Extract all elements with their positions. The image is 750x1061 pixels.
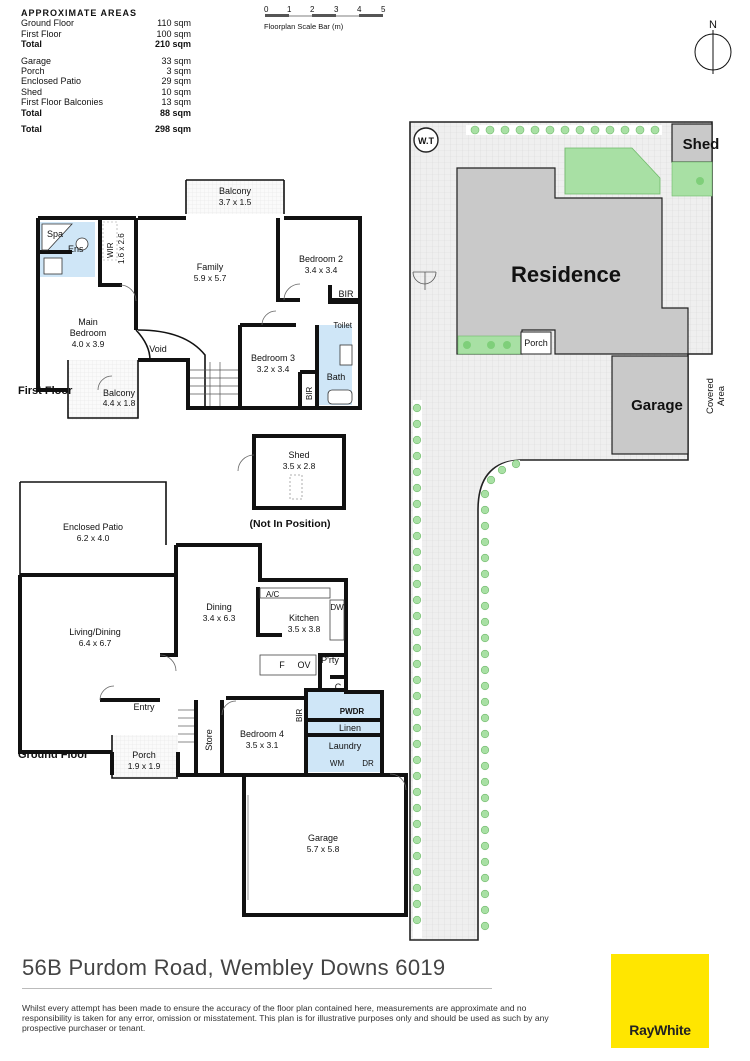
room-bir3-label: BIR: [305, 386, 314, 400]
scale-title: Floorplan Scale Bar (m): [264, 22, 344, 31]
room-balcony2-label: Balcony: [103, 388, 136, 398]
scale-tick: 1: [287, 5, 292, 14]
areas-heading: APPROXIMATE AREAS: [21, 8, 138, 18]
room-balcony-label: Balcony: [219, 186, 252, 196]
pwdr-label: PWDR: [340, 707, 365, 716]
room-main-bedroom-dim: 4.0 x 3.9: [72, 339, 105, 349]
site-plan: N: [409, 19, 732, 941]
room-balcony-dim: 3.7 x 1.5: [219, 197, 252, 207]
room-entry-label: Entry: [133, 702, 155, 712]
raywhite-logo: RayWhite: [611, 954, 709, 1048]
room-living-dim: 6.4 x 6.7: [79, 638, 112, 648]
water-tank-label: W.T: [418, 136, 434, 146]
room-bedroom3-dim: 3.2 x 3.4: [257, 364, 290, 374]
room-ensuite-label: Ens: [68, 244, 84, 254]
fridge-label: F: [279, 660, 285, 670]
ground-floor-plan: Enclosed Patio 6.2 x 4.0 Living/Dining 6…: [18, 481, 408, 917]
room-bedroom4-label: Bedroom 4: [240, 729, 284, 739]
shed-label: Shed: [288, 450, 309, 460]
scale-tick: 4: [357, 5, 362, 14]
room-enclosed-patio-label: Enclosed Patio: [63, 522, 123, 532]
room-kitchen-label: Kitchen: [289, 613, 319, 623]
room-bedroom2-label: Bedroom 2: [299, 254, 343, 264]
site-covered-label: Covered: [705, 378, 716, 414]
first-floor-title: First Floor: [18, 385, 73, 397]
room-family-label: Family: [197, 262, 224, 272]
room-bedroom4-dim: 3.5 x 3.1: [246, 740, 279, 750]
room-family-dim: 5.9 x 5.7: [194, 273, 227, 283]
room-bir4-label: BIR: [295, 708, 304, 722]
room-void-label: Void: [149, 344, 167, 354]
linen-label: Linen: [339, 723, 361, 733]
shed-dim: 3.5 x 2.8: [283, 461, 316, 471]
site-garage-label: Garage: [631, 397, 683, 414]
site-area-label: Area: [716, 385, 727, 406]
room-spa-label: Spa: [47, 229, 63, 239]
shed-note: (Not In Position): [249, 518, 330, 530]
site-porch-label: Porch: [524, 338, 548, 348]
oven-label: OV: [297, 660, 310, 670]
room-bedroom3-label: Bedroom 3: [251, 353, 295, 363]
site-residence-label: Residence: [511, 262, 621, 287]
room-wir-label: WIR: [106, 242, 115, 258]
wm-label: WM: [330, 759, 345, 768]
shed-plan: Shed 3.5 x 2.8 (Not In Position): [237, 434, 346, 530]
pantry-label: P'rty: [321, 655, 339, 665]
room-store-label: Store: [204, 729, 214, 751]
room-living-label: Living/Dining: [69, 627, 121, 637]
first-floor-plan: Balcony 3.7 x 1.5 Spa Ens WIR 1.6 x 2.6 …: [18, 179, 362, 420]
cupboard-label: C: [335, 682, 342, 692]
room-main-bedroom-label: Main: [78, 317, 98, 327]
ground-floor-title: Ground Floor: [18, 749, 89, 761]
dw-label: DW: [330, 603, 344, 612]
scale-bar: 0 1 2 3 4 5 Floorplan Scale Bar (m): [264, 5, 386, 31]
room-dining-label: Dining: [206, 602, 232, 612]
room-dining-dim: 3.4 x 6.3: [203, 613, 236, 623]
room-wir-dim: 1.6 x 2.6: [117, 233, 126, 264]
address-divider: [22, 988, 492, 989]
raywhite-logo-text: RayWhite: [629, 1022, 691, 1038]
north-label: N: [709, 19, 717, 31]
floorplan-drawing: 0 1 2 3 4 5 Floorplan Scale Bar (m): [18, 5, 732, 941]
room-kitchen-dim: 3.5 x 3.8: [288, 624, 321, 634]
room-garage-label: Garage: [308, 833, 338, 843]
ac-label: A/C: [266, 590, 280, 599]
room-porch-dim: 1.9 x 1.9: [128, 761, 161, 771]
room-porch-label: Porch: [132, 750, 156, 760]
room-main-bedroom-label2: Bedroom: [70, 328, 107, 338]
scale-tick: 2: [310, 5, 315, 14]
dr-label: DR: [362, 759, 374, 768]
property-address: 56B Purdom Road, Wembley Downs 6019: [22, 955, 446, 980]
room-laundry-label: Laundry: [329, 741, 362, 751]
room-bir2-label: BIR: [338, 289, 354, 299]
room-toilet-label: Toilet: [333, 321, 352, 330]
scale-tick: 5: [381, 5, 386, 14]
room-enclosed-patio-dim: 6.2 x 4.0: [77, 533, 110, 543]
room-bedroom2-dim: 3.4 x 3.4: [305, 265, 338, 275]
room-garage-dim: 5.7 x 5.8: [307, 844, 340, 854]
scale-tick: 3: [334, 5, 339, 14]
room-bath-label: Bath: [327, 372, 346, 382]
disclaimer-text: Whilst every attempt has been made to en…: [22, 1003, 549, 1034]
scale-tick: 0: [264, 5, 269, 14]
site-shed-label: Shed: [683, 136, 720, 153]
room-balcony2-dim: 4.4 x 1.8: [103, 398, 136, 408]
